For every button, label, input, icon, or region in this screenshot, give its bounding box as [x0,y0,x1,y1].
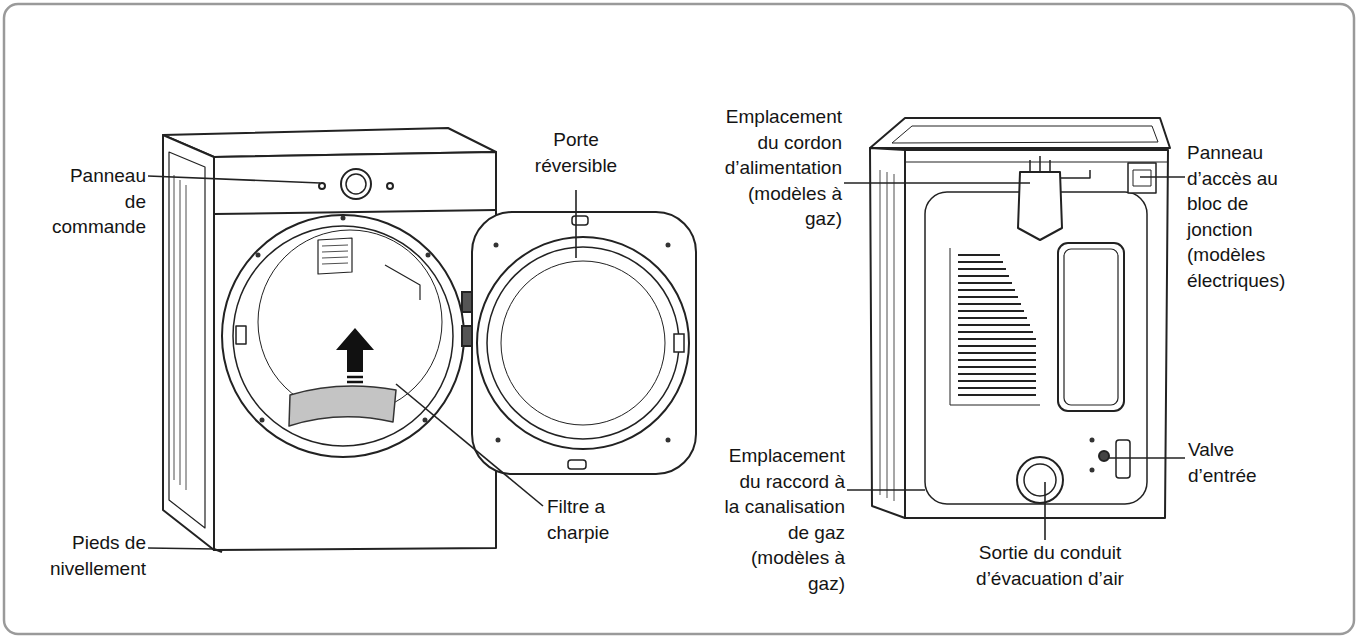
leader-lines [148,176,1185,549]
door-glass [501,261,665,425]
valve-bracket [1116,440,1130,478]
terminal-access-inner [1133,170,1151,186]
button [319,183,325,189]
screw [666,438,671,443]
top-face [870,118,1170,148]
side-ribs [174,175,186,490]
leader-line [1044,482,1046,540]
direction-arrow [336,328,374,372]
part-label: Pieds de nivellement [36,530,146,581]
door-tab [572,216,588,225]
vent-slats [958,255,1036,395]
door-latch [236,326,246,344]
screw [1090,468,1095,473]
door-opening-ring [233,226,453,446]
drum-grille [318,238,352,274]
door-frame [472,212,696,474]
leader-line [396,384,543,506]
vent-edge [950,248,1040,405]
outer-frame [4,4,1354,634]
screw [426,253,431,258]
leveling-foot [214,549,222,552]
screw [496,438,501,443]
leader-line [148,548,215,549]
leader-line [847,489,925,491]
exhaust-outlet [1017,457,1063,503]
drum-grille-lines [322,245,348,264]
back-face [905,150,1168,518]
part-label: Sortie du conduit d’évacuation d’air [970,540,1130,591]
door-ring-inner [487,247,679,439]
terminal-access-panel [1128,163,1156,193]
arrow-stripes [347,377,363,382]
door-latch [674,334,684,352]
screw [494,243,499,248]
side-panel [169,152,205,528]
leader-line [148,176,320,183]
screw [423,418,428,423]
door-ring [477,237,689,449]
front-dryer [163,128,496,552]
part-label: Panneau d’accès au bloc de jonction (mod… [1187,140,1289,293]
inlet-valve [1099,451,1109,461]
rear-cover [1058,243,1124,411]
leader-line [1109,457,1185,459]
part-label: Filtre a charpie [547,494,637,545]
screw [260,418,265,423]
exhaust-outlet-inner [1024,464,1056,496]
button [387,183,393,189]
screw [666,243,671,248]
side-ribs [880,170,894,501]
screw [256,253,261,258]
screw [1090,438,1095,443]
side-face [870,148,905,518]
lint-filter [289,386,396,426]
leader-line [1140,176,1185,178]
part-label: Porte réversible [526,127,626,178]
control-knob-inner [346,174,366,194]
door-opening [222,215,464,457]
open-door [462,212,696,474]
cord-wires [1030,156,1090,178]
part-label: Valve d’entrée [1188,437,1278,488]
top-panel [892,126,1158,143]
part-label: Panneau de commande [48,163,146,240]
front-face [214,152,496,550]
part-label: Emplacement du cordon d’alimentation (mo… [717,104,842,232]
side-face [163,135,214,550]
rear-cover-inner [1064,249,1118,405]
screw [341,216,346,221]
control-knob [341,169,371,199]
leader-line [575,190,577,258]
drum-sensor [385,265,420,300]
panel-separator [214,210,496,214]
door-tab [568,460,586,469]
leader-line [844,182,1030,184]
part-label: Emplacement du raccord à la canalisation… [722,443,845,596]
